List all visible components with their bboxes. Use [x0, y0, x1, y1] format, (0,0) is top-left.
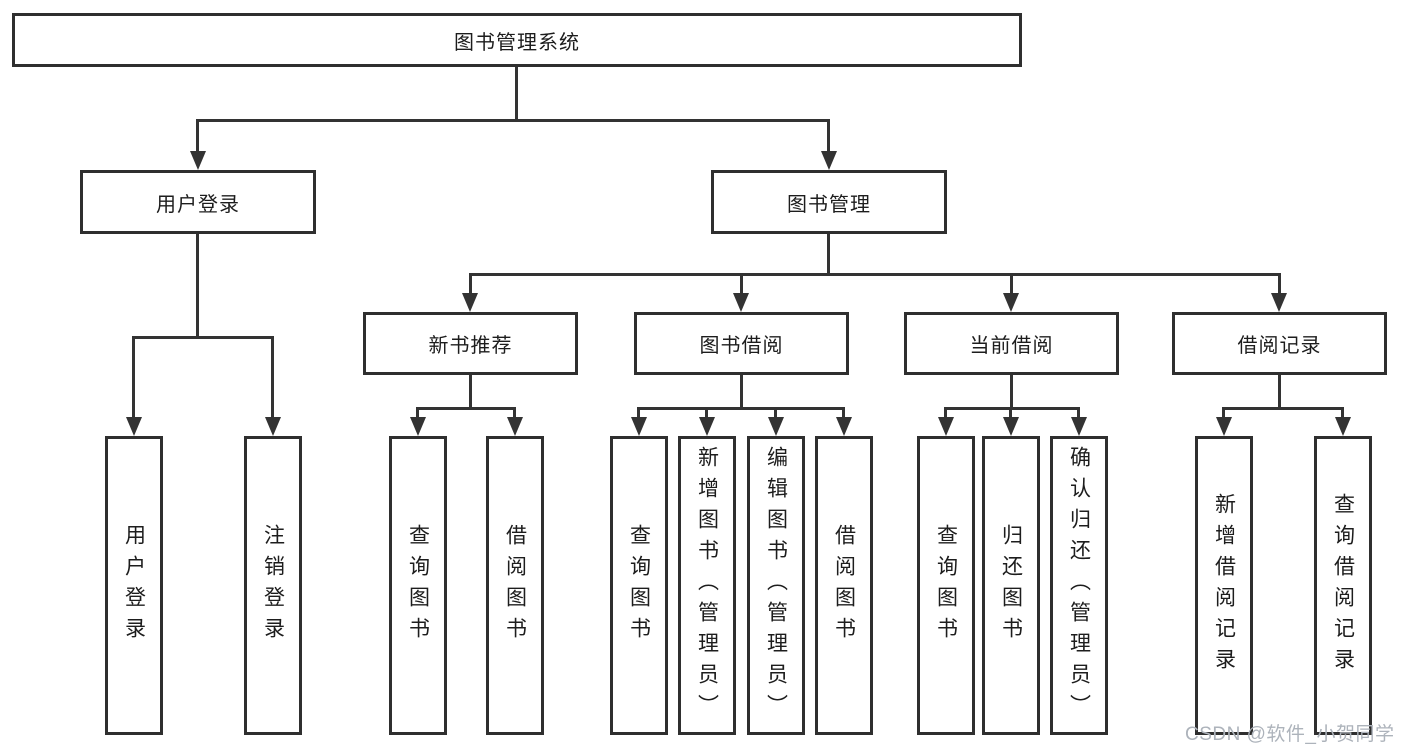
- arrowhead-down-icon: [836, 417, 852, 436]
- node-label: 借阅记录: [1237, 335, 1322, 357]
- connector-line: [196, 119, 830, 122]
- node-user-login-group: 用户登录: [80, 170, 316, 234]
- connector-line: [827, 119, 830, 155]
- connector-line: [944, 407, 1080, 410]
- leaf-confirm-return-admin: 确认归还（管理员）: [1050, 436, 1108, 735]
- connector-line: [1278, 375, 1281, 409]
- connector-line: [196, 119, 199, 155]
- connector-line: [469, 273, 1281, 276]
- connector-line: [1222, 407, 1344, 410]
- connector-line: [196, 234, 199, 338]
- leaf-logout: 注销登录: [244, 436, 302, 735]
- leaf-add-books-admin: 新增图书（管理员）: [678, 436, 736, 735]
- connector-line: [132, 336, 135, 420]
- connector-line: [416, 407, 516, 410]
- connector-line: [1077, 407, 1080, 420]
- connector-line: [416, 407, 419, 420]
- node-label: 查询图书: [627, 523, 651, 648]
- node-label: 确认归还（管理员）: [1067, 446, 1091, 725]
- connector-line: [842, 407, 845, 420]
- node-label: 新增借阅记录: [1212, 492, 1236, 679]
- arrowhead-down-icon: [1003, 293, 1019, 312]
- node-label: 查询图书: [406, 523, 430, 648]
- arrowhead-down-icon: [410, 417, 426, 436]
- arrowhead-down-icon: [265, 417, 281, 436]
- node-borrowing-records: 借阅记录: [1172, 312, 1387, 375]
- connector-line: [515, 67, 518, 121]
- node-label: 图书借阅: [699, 335, 784, 357]
- node-label: 用户登录: [156, 193, 240, 216]
- arrowhead-down-icon: [733, 293, 749, 312]
- node-label: 借阅图书: [832, 523, 856, 648]
- node-label: 查询图书: [934, 523, 958, 648]
- arrowhead-down-icon: [1271, 293, 1287, 312]
- connector-line: [1010, 375, 1013, 409]
- arrowhead-down-icon: [768, 417, 784, 436]
- node-label: 图书管理: [787, 193, 871, 216]
- node-label: 新增图书（管理员）: [695, 446, 719, 725]
- leaf-borrow-books: 借阅图书: [815, 436, 873, 735]
- node-label: 编辑图书（管理员）: [764, 446, 788, 725]
- node-label: 当前借阅: [969, 335, 1054, 357]
- arrowhead-down-icon: [821, 151, 837, 170]
- connector-line: [1222, 407, 1225, 420]
- connector-line: [774, 407, 777, 420]
- connector-line: [1278, 273, 1281, 296]
- leaf-edit-books-admin: 编辑图书（管理员）: [747, 436, 805, 735]
- connector-line: [1010, 273, 1013, 296]
- leaf-query-books-borrow: 查询图书: [610, 436, 668, 735]
- connector-line: [827, 234, 830, 276]
- arrowhead-down-icon: [699, 417, 715, 436]
- node-book-borrowing: 图书借阅: [634, 312, 849, 375]
- connector-line: [513, 407, 516, 420]
- node-label: 注销登录: [261, 523, 285, 648]
- node-label: 归还图书: [999, 523, 1023, 648]
- arrowhead-down-icon: [190, 151, 206, 170]
- arrowhead-down-icon: [462, 293, 478, 312]
- connector-line: [1009, 407, 1012, 420]
- arrowhead-down-icon: [1335, 417, 1351, 436]
- leaf-user-login: 用户登录: [105, 436, 163, 735]
- node-current-borrowing: 当前借阅: [904, 312, 1119, 375]
- arrowhead-down-icon: [631, 417, 647, 436]
- arrowhead-down-icon: [938, 417, 954, 436]
- node-book-management: 图书管理: [711, 170, 947, 234]
- leaf-return-books: 归还图书: [982, 436, 1040, 735]
- connector-line: [469, 375, 472, 409]
- leaf-query-books-current: 查询图书: [917, 436, 975, 735]
- connector-line: [944, 407, 947, 420]
- node-label: 查询借阅记录: [1331, 492, 1355, 679]
- connector-line: [705, 407, 708, 420]
- leaf-query-books-recommend: 查询图书: [389, 436, 447, 735]
- node-label: 借阅图书: [503, 523, 527, 648]
- connector-line: [132, 336, 274, 339]
- connector-line: [637, 407, 845, 410]
- connector-line: [740, 273, 743, 296]
- connector-line: [469, 273, 472, 296]
- node-new-book-recommend: 新书推荐: [363, 312, 578, 375]
- node-label: 新书推荐: [428, 335, 513, 357]
- connector-line: [740, 375, 743, 409]
- connector-line: [271, 336, 274, 420]
- leaf-add-borrow-record: 新增借阅记录: [1195, 436, 1253, 735]
- leaf-borrow-books-recommend: 借阅图书: [486, 436, 544, 735]
- connector-line: [1341, 407, 1344, 420]
- node-label: 图书管理系统: [454, 31, 580, 54]
- arrowhead-down-icon: [1071, 417, 1087, 436]
- node-root-system: 图书管理系统: [12, 13, 1022, 67]
- node-label: 用户登录: [122, 523, 146, 648]
- csdn-watermark: CSDN @软件_小贺同学: [1185, 724, 1395, 745]
- leaf-query-borrow-record: 查询借阅记录: [1314, 436, 1372, 735]
- arrowhead-down-icon: [1003, 417, 1019, 436]
- arrowhead-down-icon: [507, 417, 523, 436]
- connector-line: [637, 407, 640, 420]
- arrowhead-down-icon: [126, 417, 142, 436]
- arrowhead-down-icon: [1216, 417, 1232, 436]
